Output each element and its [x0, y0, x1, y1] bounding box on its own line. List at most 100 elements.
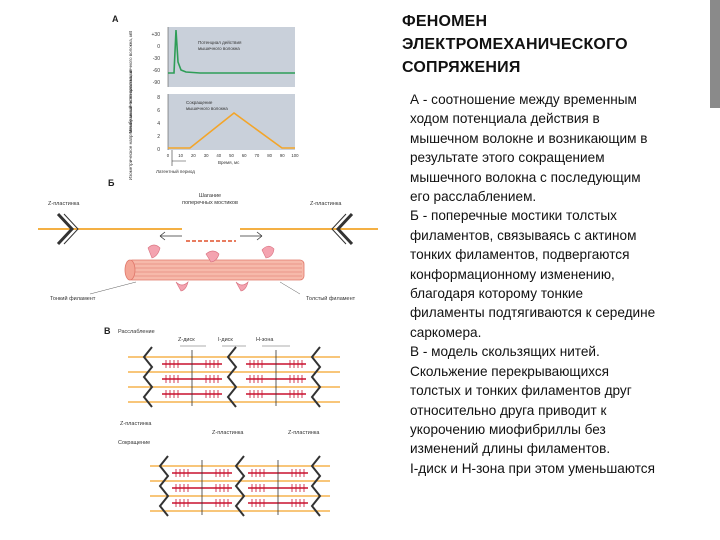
text-line: мышечном волокне и возникающим в [410, 130, 648, 146]
bottom-legend-line: Сокращение [186, 100, 213, 105]
cross-bridge-diagram [38, 212, 378, 295]
z-plate-left-edge [63, 213, 79, 245]
bridge-label-line: поперечных мостиков [182, 200, 238, 206]
text-line: мышечного волокна с последующим [410, 169, 641, 185]
text-line: Скольжение перекрывающихся [410, 363, 610, 379]
xtick: 0 [167, 153, 170, 158]
z-disk [226, 346, 238, 408]
myosin-head [147, 244, 161, 259]
xtick: 60 [242, 153, 247, 158]
panel-b-letter: Б [108, 178, 115, 188]
z-disk [142, 346, 154, 408]
ytick: +30 [152, 32, 161, 38]
z-plate-left [56, 212, 75, 246]
xtick: 30 [204, 153, 209, 158]
accent-bar [710, 0, 720, 108]
xtick: 90 [280, 153, 285, 158]
xtick: 70 [255, 153, 260, 158]
text-line: саркомера. [410, 324, 482, 340]
top-legend-line: мышечного волокна [198, 46, 240, 51]
slide-title: ФЕНОМЕН ЭЛЕКТРОМЕХАНИЧЕСКОГО СОПРЯЖЕНИЯ [402, 10, 702, 79]
thick-filament-label: Толстый филамент [306, 295, 356, 302]
z-disk-label: Z-диск [178, 337, 195, 343]
contraction-chart: Изометрическое напряжение мышечного воло… [128, 70, 299, 180]
z-disk [234, 455, 246, 517]
z-disk [310, 346, 322, 408]
top-chart-ylabel: Мембранный потенциал мышечного волокна, … [127, 31, 133, 134]
z-plate-bottom-mid-label: Z-пластинка [212, 430, 244, 436]
contracted-sarcomere [150, 455, 330, 517]
text-line: его расслаблением. [410, 189, 537, 205]
title-line: СОПРЯЖЕНИЯ [402, 59, 521, 76]
thin-filament-label: Тонкий филамент [50, 295, 96, 302]
ytick: 0 [157, 147, 160, 153]
ytick: -30 [153, 56, 160, 62]
z-plate-right-label: Z-пластинка [310, 201, 342, 207]
bridge-label-line: Шагание [199, 193, 221, 199]
bottom-chart-xlabel: Время, мс [218, 160, 240, 165]
arrow-right-icon [240, 231, 263, 241]
myosin-head [205, 250, 220, 263]
text-line: толстых и тонких филаментов друг [410, 383, 632, 399]
z-plate-left-label: Z-пластинка [48, 201, 80, 207]
text-line: филаменты подтягиваются к середине [410, 305, 656, 321]
myosin-head [235, 281, 249, 292]
text-line: тонких филаментов, подвергаются [410, 247, 630, 263]
latent-period-label: Латентный период [156, 168, 195, 174]
z-plate-right-edge [331, 213, 347, 245]
z-disk [310, 455, 322, 517]
xtick: 10 [178, 153, 183, 158]
bottom-chart-ylabel: Изометрическое напряжение мышечного воло… [128, 70, 133, 180]
ytick: 0 [157, 44, 160, 50]
top-legend-line: Потенциал действия [198, 39, 242, 45]
text-line: I-диск и Н-зона при этом уменьшаются [410, 460, 655, 476]
contraction-line [168, 111, 295, 149]
text-line: конформационному изменению, [410, 266, 615, 282]
xtick: 50 [229, 153, 234, 158]
panel-c-letter: В [104, 326, 111, 336]
ytick: 4 [157, 121, 160, 127]
text-line: филаментов, связываясь с актином [410, 227, 637, 243]
text-line: благодаря которому тонкие [410, 286, 584, 302]
text-line: результате этого сокращением [410, 150, 605, 166]
thick-filament-end [124, 259, 136, 281]
z-plate-right [335, 212, 354, 246]
z-plate-bottom-left-label: Z-пластинка [120, 421, 152, 427]
text-line: изменений длины филаментов. [410, 441, 611, 457]
h-zone-label: H-зона [256, 337, 274, 343]
text-line: Б - поперечные мостики толстых [410, 208, 617, 224]
z-disk [158, 455, 170, 517]
z-plate-bottom-right-label: Z-пластинка [288, 430, 320, 436]
ytick: -60 [153, 68, 160, 74]
title-line: ЭЛЕКТРОМЕХАНИЧЕСКОГО [402, 36, 628, 53]
arrow-left-icon [159, 231, 182, 241]
text-line: относительно друга приводит к [410, 402, 607, 418]
action-potential-line [168, 29, 295, 74]
relaxed-sarcomere [128, 345, 340, 408]
text-line: В - модель скользящих нитей. [410, 344, 600, 360]
relaxed-label: Расслабление [118, 329, 155, 335]
thick-filament-body [127, 259, 305, 281]
top-chart-plot-area [168, 27, 295, 87]
xtick: 40 [216, 153, 221, 158]
muscle-figure: А Мембранный потенциал мышечного волокна… [38, 14, 378, 517]
contracted-label: Сокращение [118, 440, 150, 446]
title-line: ФЕНОМЕН [402, 13, 488, 30]
xtick: 80 [267, 153, 272, 158]
text-line: укорочению миофибриллы без [410, 421, 606, 437]
ytick: 6 [157, 108, 160, 114]
text-line: ходом потенциала действия в [410, 111, 600, 127]
panel-a-letter: А [112, 14, 119, 24]
ytick: -90 [153, 80, 160, 86]
bottom-chart-plot-area [168, 94, 295, 150]
action-potential-chart: Мембранный потенциал мышечного волокна, … [127, 27, 295, 133]
ytick: 2 [157, 134, 160, 140]
xtick: 100 [291, 153, 299, 158]
bottom-legend-line: мышечного волокна [186, 106, 228, 111]
xtick: 20 [191, 153, 196, 158]
ytick: 8 [157, 95, 160, 101]
text-line: А - соотношение между временным [410, 92, 637, 107]
myosin-head [261, 245, 275, 259]
myosin-head [175, 281, 189, 292]
i-disk-label: I-диск [218, 337, 233, 343]
